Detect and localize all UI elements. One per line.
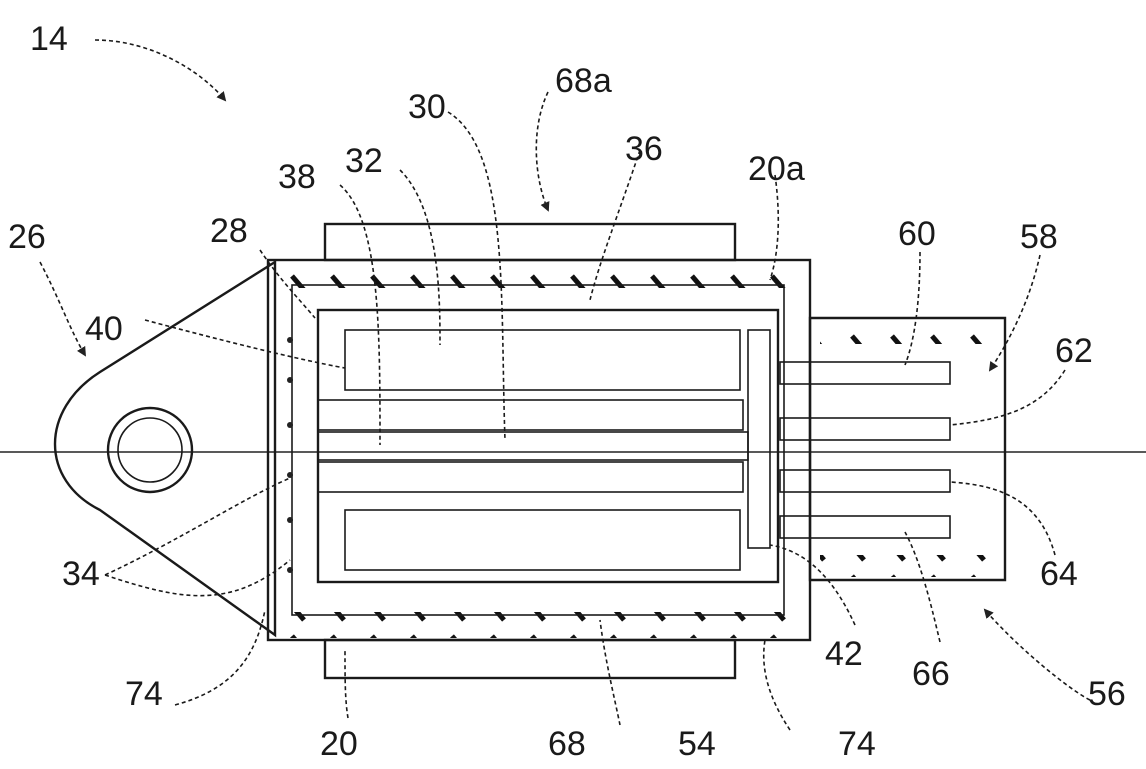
overmold-top	[290, 262, 790, 288]
end-plate-42	[748, 330, 770, 548]
label-42: 42	[825, 635, 863, 673]
label-62: 62	[1055, 332, 1093, 370]
label-66: 66	[912, 655, 950, 693]
label-74-right: 74	[838, 725, 876, 763]
terminal-62	[780, 418, 950, 440]
label-36: 36	[625, 130, 663, 168]
connector-overmold-top	[820, 322, 1000, 344]
label-20: 20	[320, 725, 358, 763]
can-inner	[318, 310, 778, 582]
label-60: 60	[898, 215, 936, 253]
label-58: 58	[1020, 218, 1058, 256]
label-68a: 68a	[555, 62, 612, 100]
eyelet-inner	[118, 418, 182, 482]
eyelet-outer	[108, 408, 192, 492]
label-64: 64	[1040, 555, 1078, 593]
label-56: 56	[1088, 675, 1126, 713]
label-68: 68	[548, 725, 586, 763]
band-68	[325, 640, 735, 678]
core-38	[318, 432, 748, 460]
label-30: 30	[408, 88, 446, 126]
label-40: 40	[85, 310, 123, 348]
can-20a	[292, 285, 784, 615]
label-26: 26	[8, 218, 46, 256]
label-20a: 20a	[748, 150, 805, 188]
label-32: 32	[345, 142, 383, 180]
label-38: 38	[278, 158, 316, 196]
coil-winding-lower	[345, 510, 740, 570]
band-68a	[325, 224, 735, 260]
label-54: 54	[678, 725, 716, 763]
label-28: 28	[210, 212, 248, 250]
label-74-left: 74	[125, 675, 163, 713]
label-14: 14	[30, 20, 68, 58]
coil-layer-mid-upper	[318, 400, 743, 430]
overmold-bottom	[290, 612, 790, 638]
terminal-66	[780, 516, 950, 538]
connector-overmold-bottom	[820, 555, 1000, 577]
label-34: 34	[62, 555, 100, 593]
coil-layer-mid-lower	[318, 462, 743, 492]
terminal-60	[780, 362, 950, 384]
coil-winding-upper	[345, 330, 740, 390]
terminal-64	[780, 470, 950, 492]
